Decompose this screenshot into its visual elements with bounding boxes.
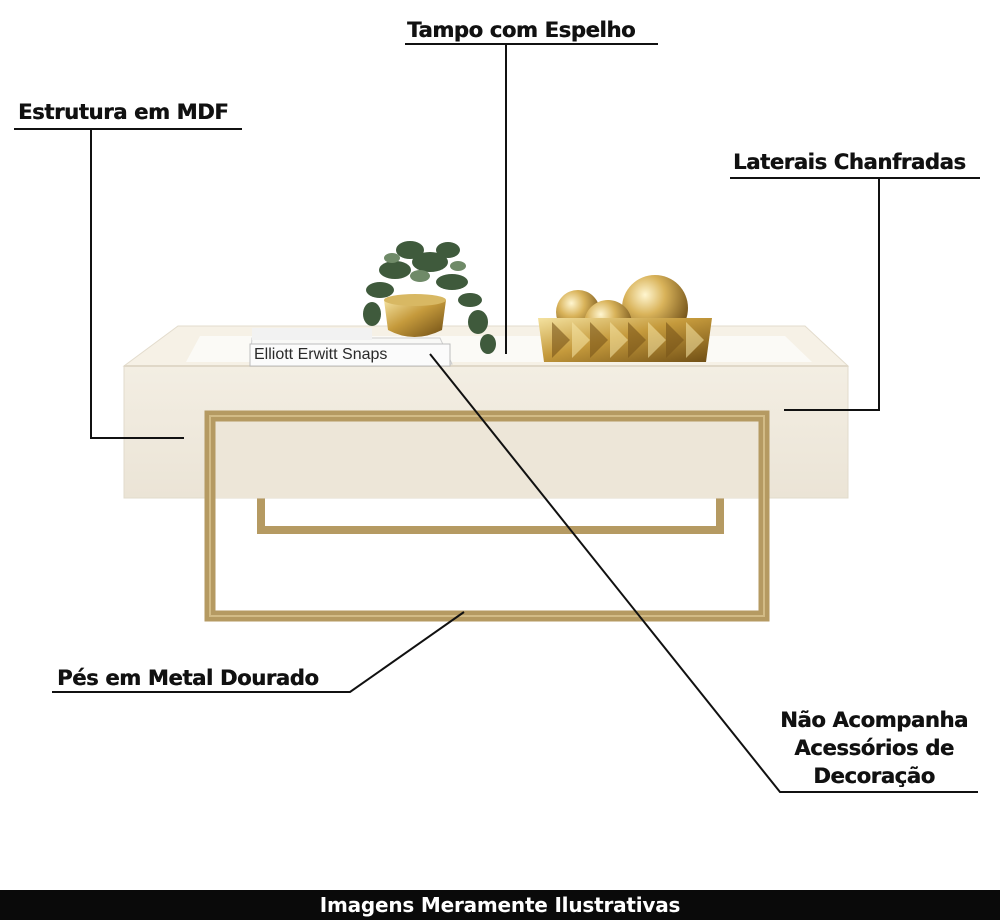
plant-decor	[363, 241, 496, 354]
book-title-text: Elliott Erwitt Snaps	[254, 346, 388, 363]
label-accessories-line1: Não Acompanha	[780, 708, 968, 732]
leader-structure	[90, 129, 184, 439]
label-gold-metal-feet: Pés em Metal Dourado	[57, 666, 319, 690]
label-mirror-top: Tampo com Espelho	[407, 18, 636, 42]
label-accessories-not-included: Não Acompanha Acessórios de Decoração	[764, 708, 984, 788]
leader-sides	[784, 178, 880, 411]
gold-bowl-decor	[538, 275, 712, 362]
leader-accessories	[429, 353, 978, 793]
leader-feet	[52, 611, 465, 693]
footer-disclaimer: Imagens Meramente Ilustrativas	[0, 890, 1000, 920]
label-mdf-structure: Estrutura em MDF	[18, 100, 229, 124]
label-chamfered-sides: Laterais Chanfradas	[733, 150, 966, 174]
label-accessories-line3: Decoração	[813, 764, 935, 788]
leader-lines	[14, 43, 980, 793]
label-accessories-line2: Acessórios de	[794, 736, 954, 760]
front-metal-frame	[204, 410, 770, 622]
book-decor	[249, 328, 453, 367]
